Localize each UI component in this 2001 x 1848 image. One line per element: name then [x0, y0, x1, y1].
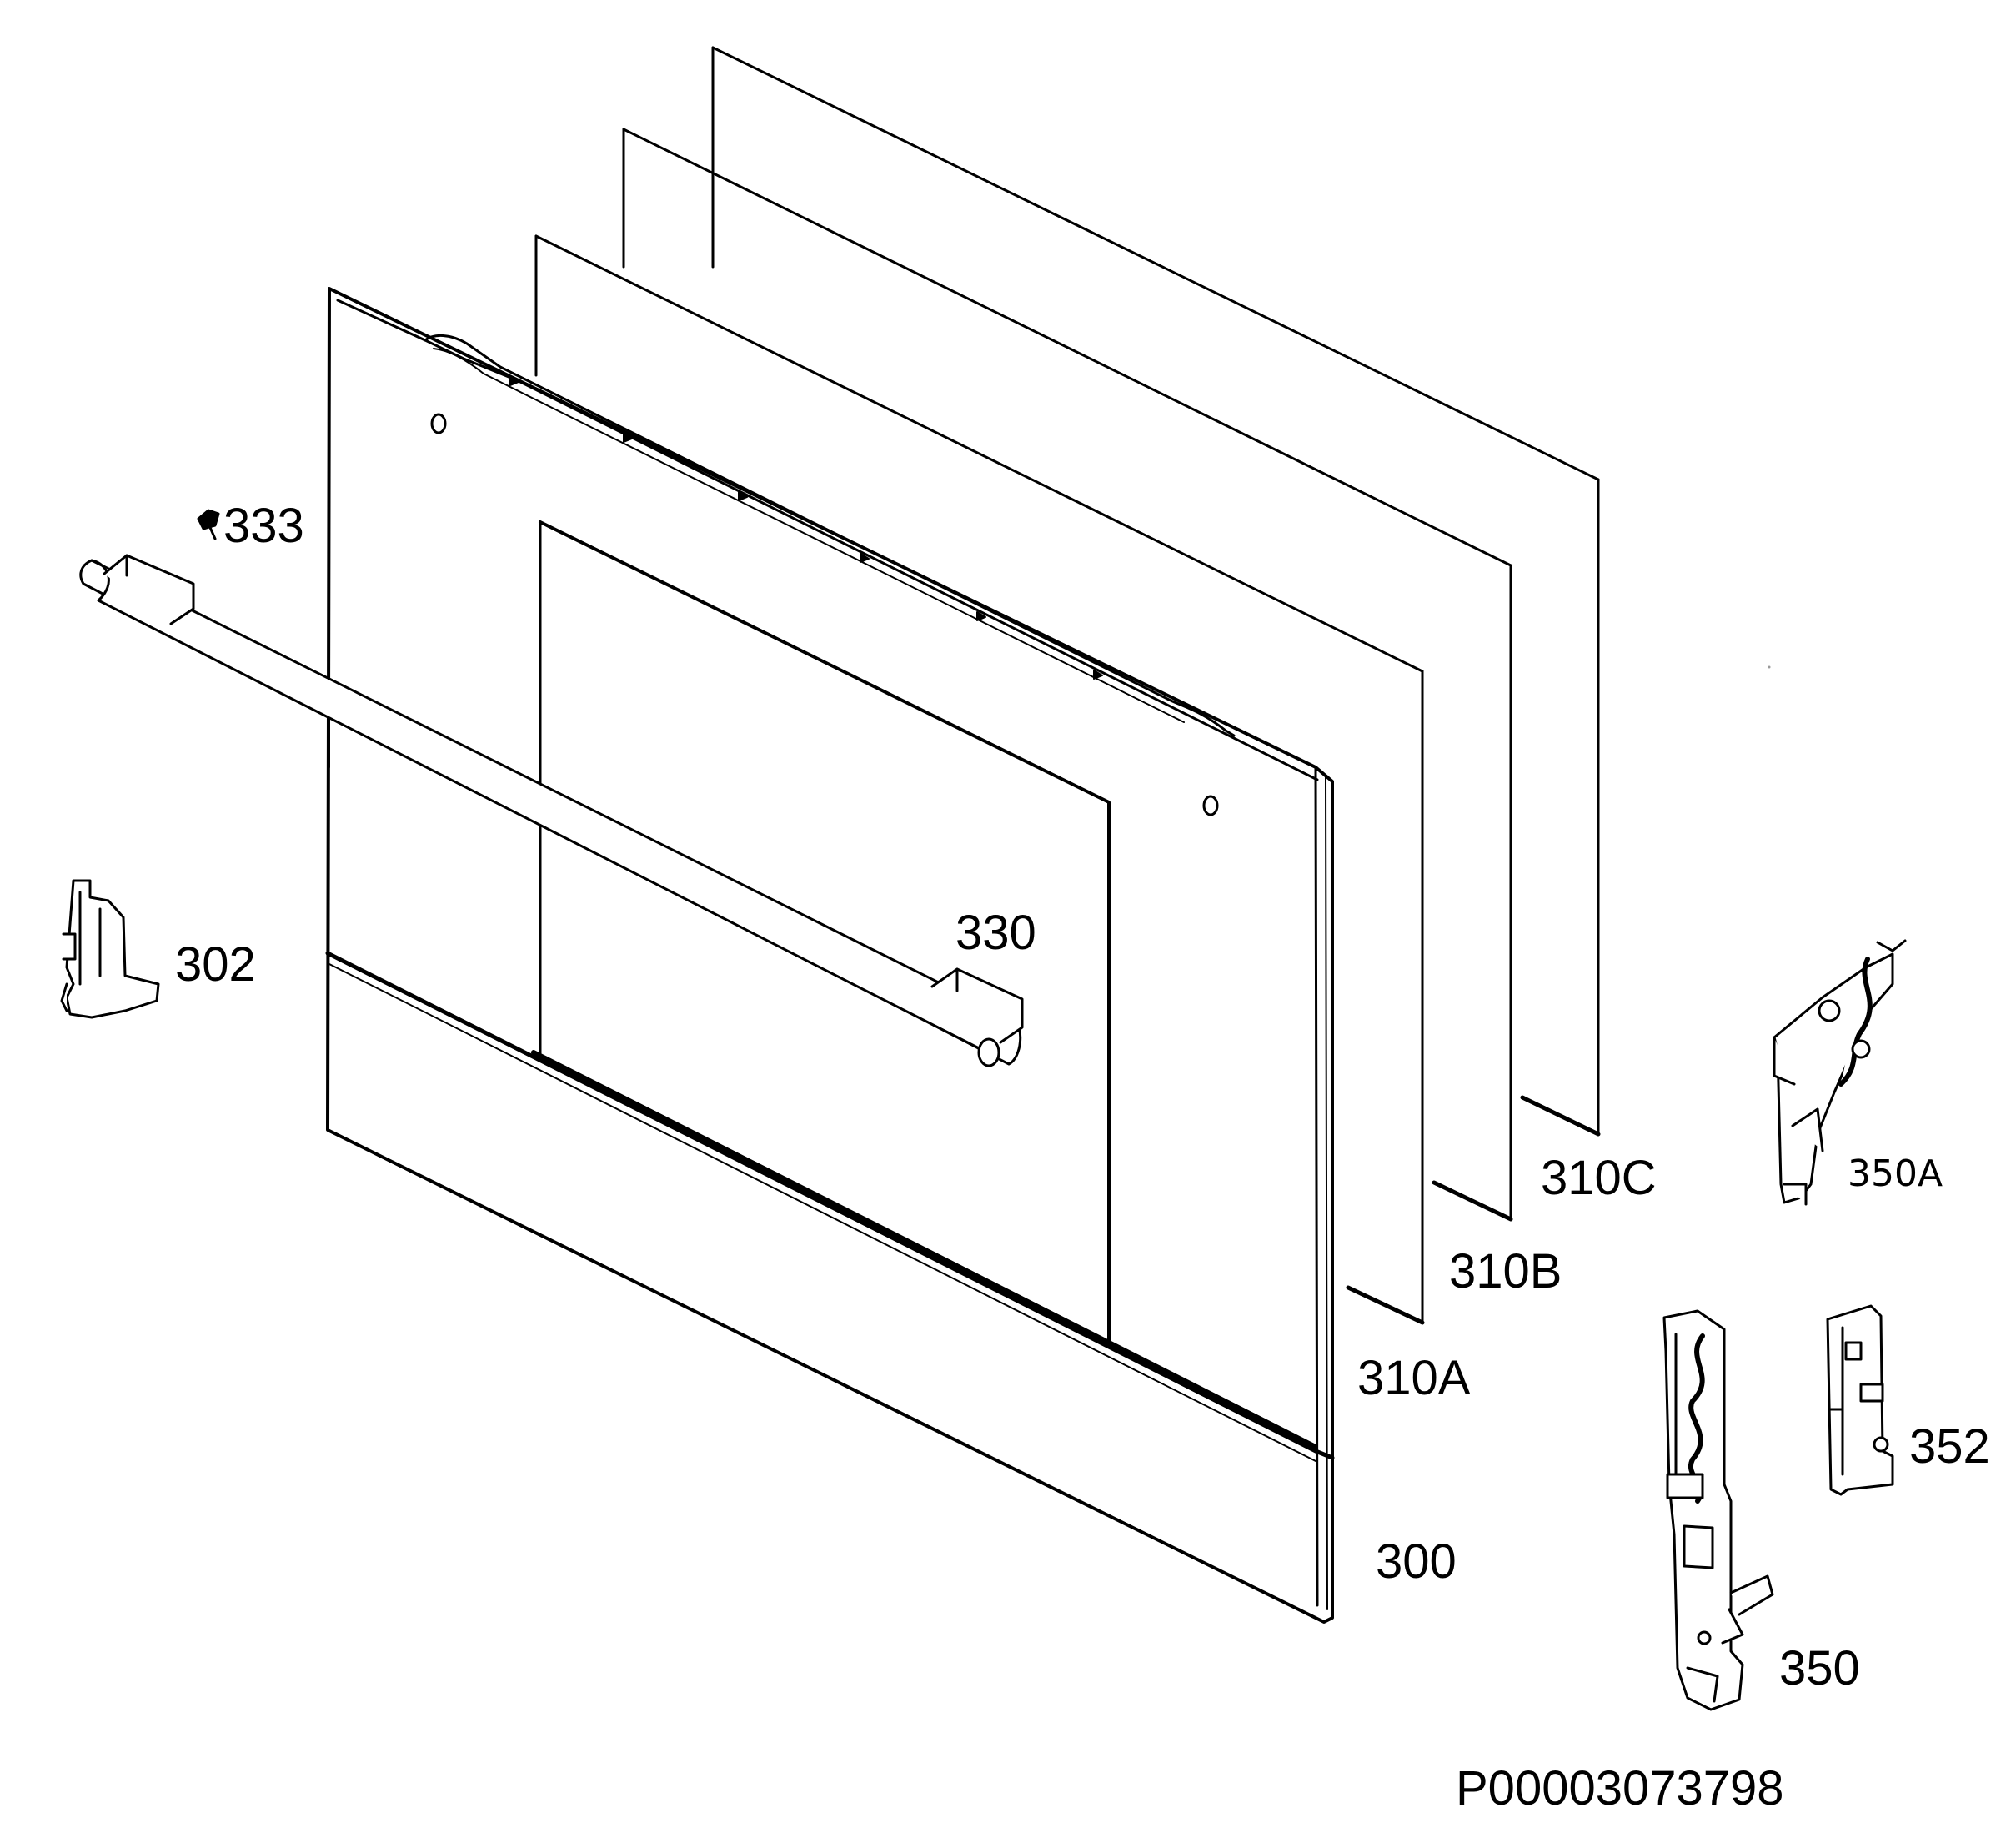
label-330: 330 [955, 906, 1036, 960]
label-302: 302 [175, 937, 256, 992]
label-300: 300 [1376, 1534, 1457, 1589]
hinge-350a [1773, 939, 1907, 1206]
speck-mark [1768, 665, 1771, 669]
glass-pane-310b [622, 128, 1513, 1222]
bracket-352 [1826, 1304, 1894, 1496]
label-350a: 350A [1848, 1152, 1943, 1195]
hinge-350 [1662, 1309, 1774, 1711]
label-333: 333 [223, 499, 304, 553]
label-350: 350 [1779, 1641, 1860, 1695]
label-310c: 310C [1541, 1151, 1657, 1205]
hinge-cover-302 [60, 879, 160, 1019]
label-310b: 310B [1449, 1244, 1562, 1298]
drawing-code: P00003073798 [1456, 1761, 1784, 1815]
label-352: 352 [1909, 1419, 1990, 1474]
label-310a: 310A [1357, 1351, 1471, 1405]
door-handle-330 [79, 554, 1024, 1067]
glass-pane-310c [711, 46, 1601, 1137]
glass-pane-310a [534, 234, 1425, 1325]
screw-333 [197, 509, 220, 540]
